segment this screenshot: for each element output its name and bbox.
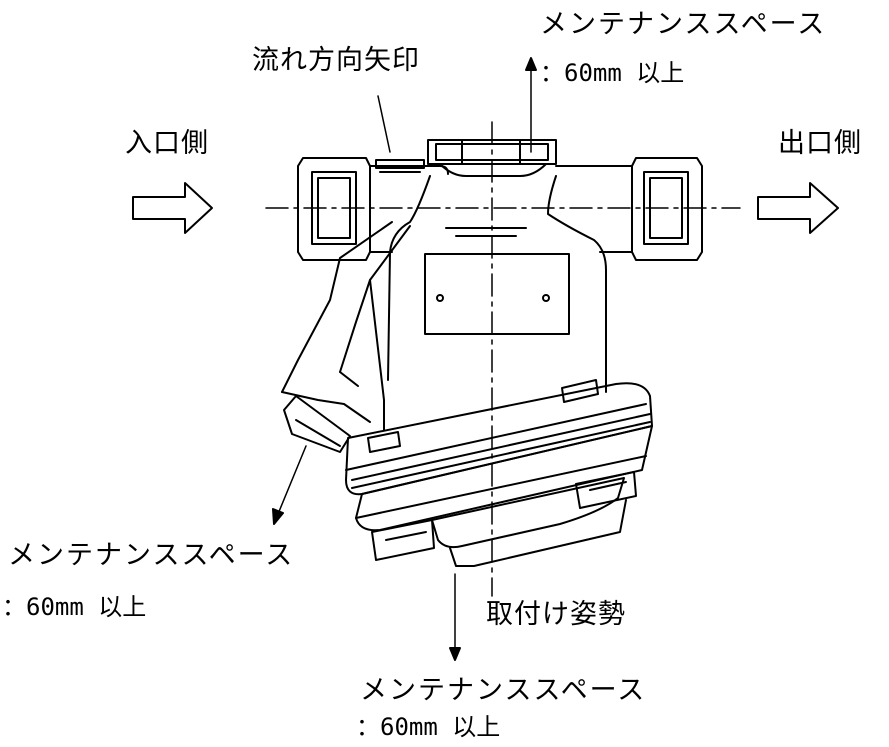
top-cap — [427, 139, 557, 177]
maintenance-top-value: ：60mm 以上 — [540, 59, 685, 87]
bottom-flange — [345, 379, 653, 561]
inlet-arrow-icon — [132, 182, 213, 234]
maintenance-left-title: メンテナンススペース — [8, 540, 295, 571]
outlet-port — [631, 157, 703, 261]
outlet-label: 出口側 — [778, 128, 862, 159]
flow-arrow-label: 流れ方向矢印 — [252, 45, 420, 76]
maintenance-bottom-value: ：60mm 以上 — [356, 713, 501, 741]
maintenance-arrow-top — [525, 57, 537, 153]
inlet-port — [297, 157, 371, 261]
bottom-cap — [431, 477, 627, 567]
maintenance-bottom-title: メンテナンススペース — [360, 675, 647, 706]
flow-arrow-leader — [377, 95, 391, 153]
valve-body — [387, 175, 607, 393]
outlet-arrow-icon — [757, 182, 839, 234]
maintenance-arrow-left — [272, 445, 307, 525]
inlet-label: 入口側 — [125, 128, 209, 159]
flow-arrow-plate — [375, 159, 425, 169]
maintenance-left-value: ：60mm 以上 — [2, 593, 147, 621]
strainer-housing — [281, 221, 411, 453]
maintenance-arrow-bottom — [449, 573, 461, 661]
drain-plug — [283, 395, 351, 453]
posture-label: 取付け姿勢 — [486, 599, 626, 630]
maintenance-top-title: メンテナンススペース — [540, 9, 827, 40]
